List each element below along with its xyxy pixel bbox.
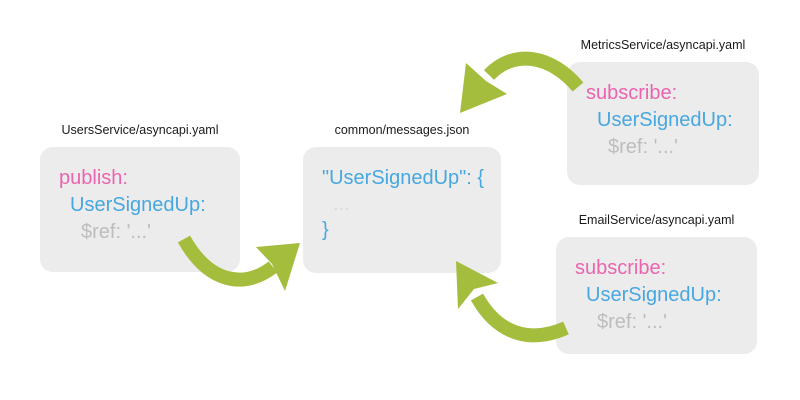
node-title: common/messages.json: [334, 123, 470, 137]
node-common-messages: common/messages.json "UserSignedUp": { .…: [303, 123, 501, 273]
code-box: subscribe: UserSignedUp: $ref: '...': [556, 237, 757, 354]
code-line: subscribe:: [586, 82, 678, 104]
code-box: "UserSignedUp": { ... }: [303, 147, 501, 273]
arrow-metrics-to-common: [460, 51, 584, 113]
code-box: subscribe: UserSignedUp: $ref: '...': [567, 62, 759, 185]
code-line: UserSignedUp:: [597, 109, 733, 131]
node-title: UsersService/asyncapi.yaml: [61, 123, 219, 137]
code-line: $ref: '...': [608, 136, 678, 158]
code-line: UserSignedUp:: [586, 284, 722, 306]
code-line: }: [322, 219, 329, 241]
code-line: $ref: '...': [81, 221, 151, 243]
code-line: $ref: '...': [597, 311, 667, 333]
code-line: publish:: [59, 167, 128, 189]
node-users-service: UsersService/asyncapi.yaml publish: User…: [40, 123, 240, 272]
code-line: UserSignedUp:: [70, 194, 206, 216]
node-title: MetricsService/asyncapi.yaml: [580, 38, 746, 52]
code-line: ...: [333, 193, 350, 215]
node-email-service: EmailService/asyncapi.yaml subscribe: Us…: [556, 213, 757, 354]
code-box: publish: UserSignedUp: $ref: '...': [40, 147, 240, 272]
node-metrics-service: MetricsService/asyncapi.yaml subscribe: …: [567, 38, 759, 185]
node-title: EmailService/asyncapi.yaml: [578, 213, 735, 227]
code-line: "UserSignedUp": {: [322, 167, 485, 189]
code-line: subscribe:: [575, 257, 667, 279]
